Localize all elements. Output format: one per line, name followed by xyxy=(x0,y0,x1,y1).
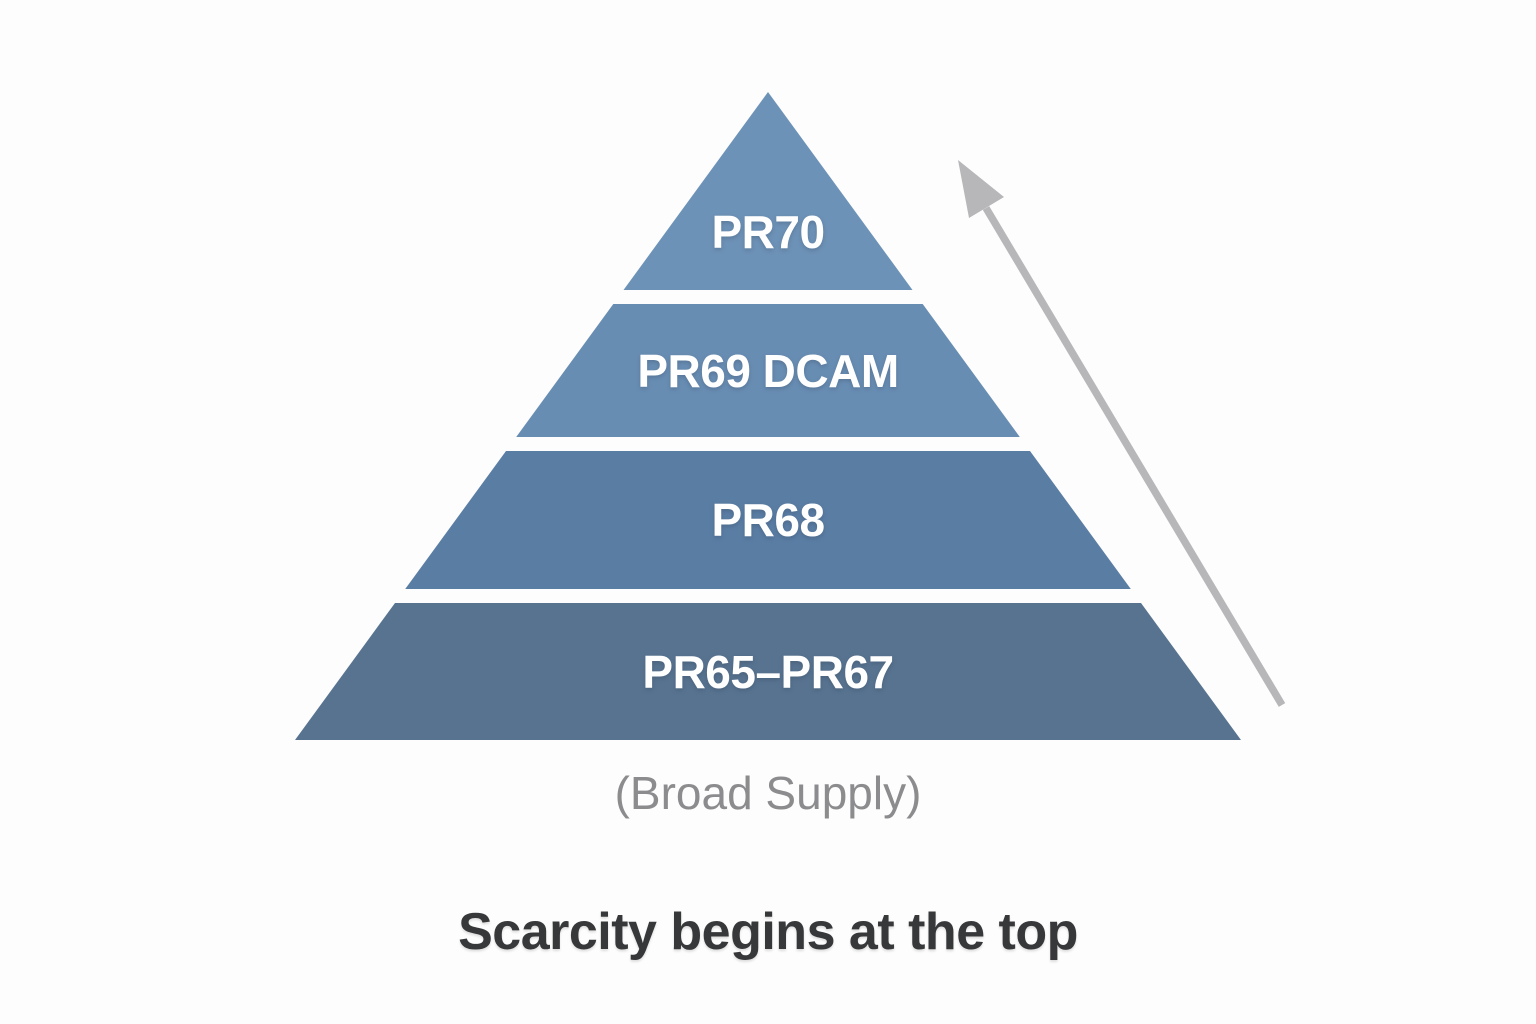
tier-label-pr69-dcam: PR69 DCAM xyxy=(637,345,898,397)
tier-shape-pr68 xyxy=(405,451,1131,589)
tier-shape-pr65-pr67 xyxy=(295,603,1241,740)
tier-label-pr70: PR70 xyxy=(711,206,824,258)
pyramid: PR70 PR69 DCAM PR68 PR65–PR67 xyxy=(295,92,1241,740)
broad-supply-caption: (Broad Supply) xyxy=(615,767,922,819)
scarcity-arrow xyxy=(958,160,1286,707)
arrow-head-icon xyxy=(958,160,1004,218)
arrow-shaft xyxy=(982,206,1286,707)
page-title: Scarcity begins at the top xyxy=(458,903,1078,961)
tier-label-pr68: PR68 xyxy=(711,494,824,546)
tier-shape-pr69-dcam xyxy=(516,304,1020,437)
tier-label-pr65-pr67: PR65–PR67 xyxy=(642,646,893,698)
tier-shape-pr70 xyxy=(623,92,913,290)
